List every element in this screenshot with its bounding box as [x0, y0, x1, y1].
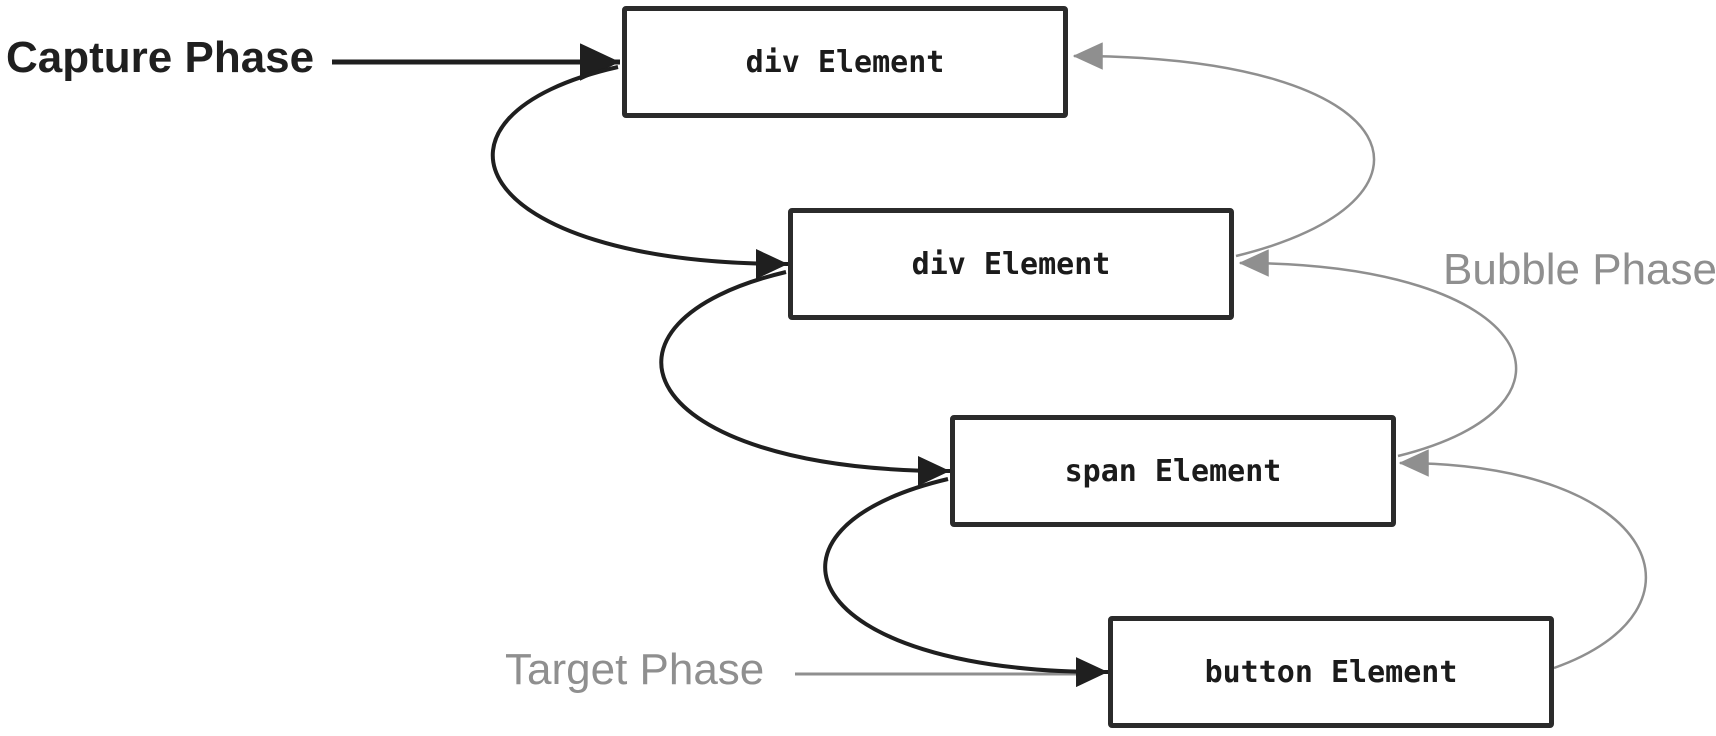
capture-curve-outer-div-to-inner-div: [490, 65, 789, 279]
bubble-curve-inner-div-to-outer-div: [1072, 42, 1376, 258]
node-button-element-label: button Element: [1204, 654, 1458, 690]
node-div-element-inner: div Element: [788, 208, 1234, 320]
bubble-phase-label: Bubble Phase: [1443, 245, 1716, 294]
capture-curve-inner-div-to-span: [659, 270, 951, 486]
node-span-element-label: span Element: [1064, 453, 1282, 489]
bubble-curve-button-to-span: [1398, 449, 1647, 670]
node-button-element: button Element: [1108, 616, 1554, 728]
capture-phase-label: Capture Phase: [6, 33, 315, 82]
bubble-curve-span-to-inner-div: [1238, 249, 1518, 458]
node-span-element: span Element: [950, 415, 1396, 527]
capture-curve-span-to-button: [823, 477, 1109, 688]
node-div-element-outer-label: div Element: [745, 44, 945, 80]
node-div-element-outer: div Element: [622, 6, 1068, 118]
node-div-element-inner-label: div Element: [911, 246, 1111, 282]
target-phase-label: Target Phase: [505, 645, 765, 694]
